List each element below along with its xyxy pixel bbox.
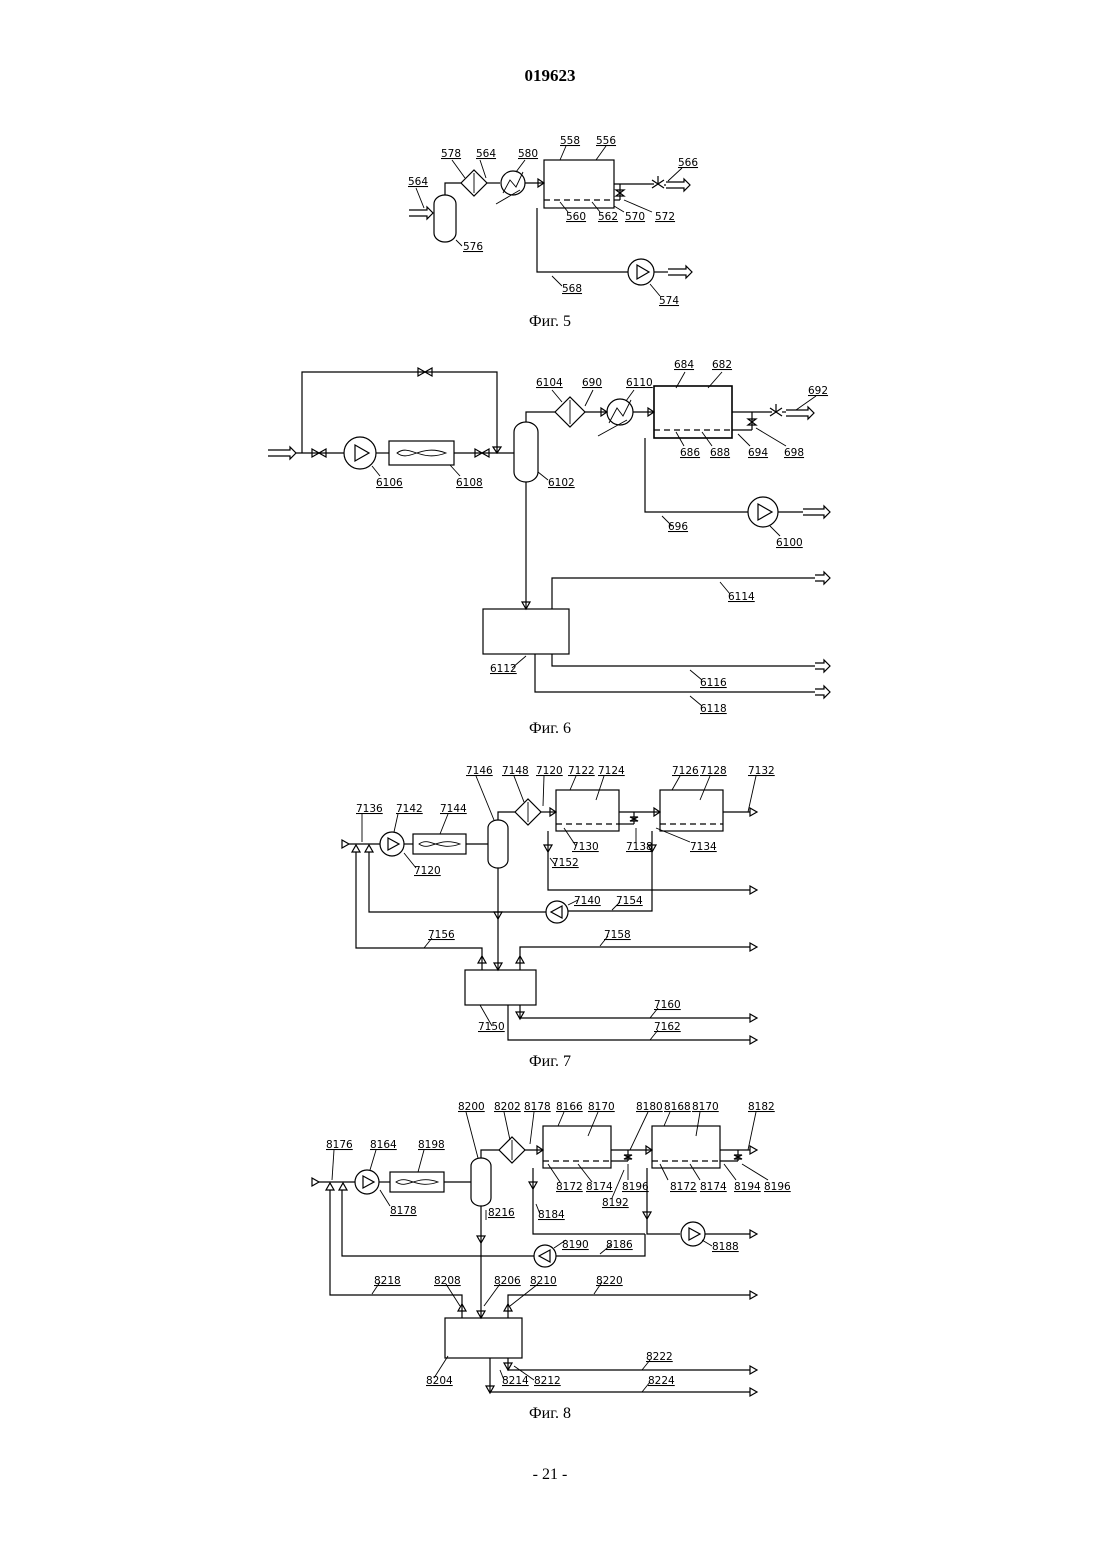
label-8214: 8214	[502, 1375, 529, 1387]
label-8180: 8180	[636, 1101, 663, 1113]
label-8220: 8220	[596, 1275, 623, 1287]
label-8196-first: 8196	[622, 1181, 649, 1193]
tank-8168	[652, 1126, 720, 1168]
label-8210: 8210	[530, 1275, 557, 1287]
air-cooler-8198	[390, 1172, 444, 1192]
label-8178-top: 8178	[524, 1101, 551, 1113]
unit-8204	[445, 1318, 522, 1358]
label-8222: 8222	[646, 1351, 673, 1363]
label-8174-second: 8174	[700, 1181, 727, 1193]
label-8172-second: 8172	[670, 1181, 697, 1193]
label-8194: 8194	[734, 1181, 761, 1193]
page-number: - 21 -	[0, 1466, 1100, 1484]
label-8202: 8202	[494, 1101, 521, 1113]
label-8176: 8176	[326, 1139, 353, 1151]
label-8208: 8208	[434, 1275, 461, 1287]
label-8200: 8200	[458, 1101, 485, 1113]
figure-8-caption: Фиг. 8	[0, 1405, 1100, 1423]
pump-8190	[534, 1245, 556, 1267]
figure-8-diagram: 8200 8202 8178 8166 8170 8180 8168 8170 …	[0, 0, 1100, 1410]
label-8182: 8182	[748, 1101, 775, 1113]
label-8218: 8218	[374, 1275, 401, 1287]
label-8224: 8224	[648, 1375, 675, 1387]
label-8174-first: 8174	[586, 1181, 613, 1193]
label-8166: 8166	[556, 1101, 583, 1113]
label-8196-second: 8196	[764, 1181, 791, 1193]
label-8192: 8192	[602, 1197, 629, 1209]
separator-8200	[471, 1158, 491, 1206]
label-8204: 8204	[426, 1375, 453, 1387]
label-8172-first: 8172	[556, 1181, 583, 1193]
label-8188: 8188	[712, 1241, 739, 1253]
tank-8166	[543, 1126, 611, 1168]
label-8212: 8212	[534, 1375, 561, 1387]
label-8198: 8198	[418, 1139, 445, 1151]
label-8164: 8164	[370, 1139, 397, 1151]
label-8170-second: 8170	[692, 1101, 719, 1113]
label-8178-bottom: 8178	[390, 1205, 417, 1217]
pump-8164	[355, 1170, 379, 1194]
label-8190: 8190	[562, 1239, 589, 1251]
label-8186: 8186	[606, 1239, 633, 1251]
label-8170-first: 8170	[588, 1101, 615, 1113]
label-8216: 8216	[488, 1207, 515, 1219]
label-8168: 8168	[664, 1101, 691, 1113]
label-8206: 8206	[494, 1275, 521, 1287]
label-8184: 8184	[538, 1209, 565, 1221]
pump-8188	[681, 1222, 705, 1246]
